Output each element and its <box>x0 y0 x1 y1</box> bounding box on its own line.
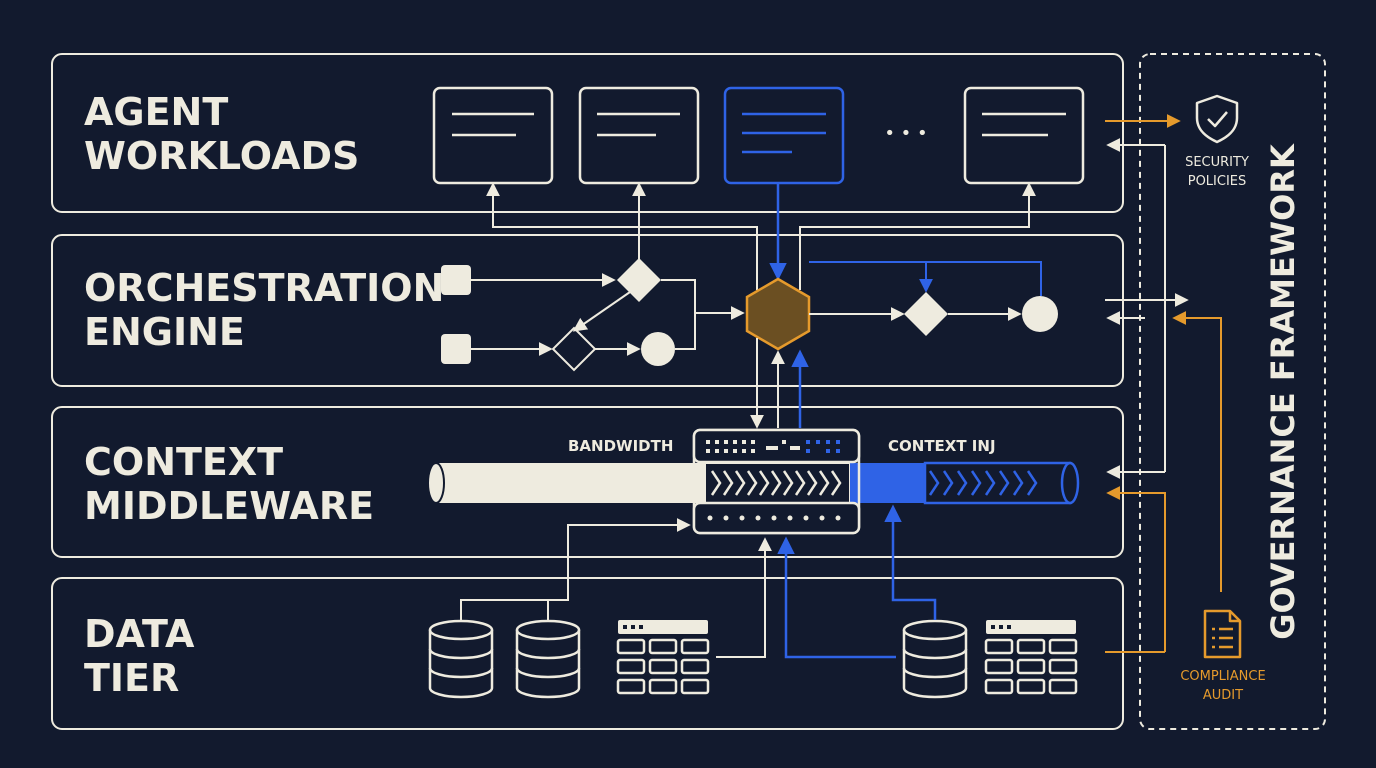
hub-to-agent-1 <box>486 182 758 290</box>
agent-card-n <box>963 86 1085 185</box>
input-node-2 <box>441 334 471 364</box>
tier-title-line: DATA <box>84 612 195 656</box>
document-icon <box>1203 609 1242 659</box>
governance-panel <box>1139 53 1326 730</box>
context-injection-pipe <box>850 461 1080 505</box>
compliance-to-middleware <box>1106 486 1166 652</box>
tier-title-agent-workloads: AGENT WORKLOADS <box>84 90 359 178</box>
tier-title-line: ORCHESTRATION <box>84 266 445 310</box>
tier-title-line: MIDDLEWARE <box>84 484 375 528</box>
table-icon <box>984 620 1078 695</box>
input-node-1 <box>441 265 471 295</box>
database-icon <box>428 619 494 699</box>
flow-process-1-out <box>675 313 696 350</box>
tier-title-line: CONTEXT <box>84 440 284 484</box>
process-node-1 <box>641 332 675 366</box>
database-3-to-context-inj <box>884 504 937 620</box>
label-line: SECURITY <box>1185 155 1249 170</box>
tier-title-line: WORKLOADS <box>84 134 360 178</box>
governance-title: GOVERNANCE FRAMEWORK <box>1264 144 1302 640</box>
tier-panel-data <box>51 577 1124 730</box>
tier-title-line: ENGINE <box>84 310 245 354</box>
label-line: AUDIT <box>1202 688 1244 703</box>
context-inj-label: CONTEXT INJ <box>888 437 996 455</box>
compression-section <box>704 462 851 504</box>
tier-panel-context-middleware <box>51 406 1124 558</box>
flow-hub-blue-loop <box>809 261 1042 296</box>
flow-decision-1-out <box>661 279 745 320</box>
agent-ellipsis: • • • <box>884 123 927 144</box>
tier-panel-orchestration <box>51 234 1124 387</box>
label-line: COMPLIANCE <box>1180 669 1266 684</box>
decision-node-2 <box>551 326 597 372</box>
hub-to-agent-n <box>799 182 1036 290</box>
tier-title-orchestration-engine: ORCHESTRATION ENGINE <box>84 266 444 354</box>
end-node <box>1022 296 1058 332</box>
database-icon <box>515 619 581 699</box>
middleware-router <box>692 428 861 535</box>
decision-node-1 <box>617 258 661 302</box>
table-to-middleware <box>716 537 772 658</box>
tier-title-data: DATA TIER <box>84 612 194 700</box>
flow-decision-1-down <box>572 291 631 332</box>
bandwidth-pipe <box>427 462 709 504</box>
table-icon <box>616 620 710 695</box>
compliance-audit-label: COMPLIANCE AUDIT <box>1158 667 1288 705</box>
agent-card-1 <box>432 86 554 185</box>
orchestration-hub-node <box>745 277 811 351</box>
agent-card-3-active <box>723 86 845 185</box>
database-icon <box>902 619 968 699</box>
bandwidth-label: BANDWIDTH <box>568 437 674 455</box>
tier-title-context-middleware: CONTEXT MIDDLEWARE <box>84 440 374 528</box>
compliance-to-orchestration <box>1172 311 1222 592</box>
security-policies-label: SECURITY POLICIES <box>1152 153 1282 191</box>
decision-node-3 <box>904 292 948 336</box>
tier-panel-agent-workloads <box>51 53 1124 213</box>
agent-card-2 <box>578 86 700 185</box>
label-line: POLICIES <box>1187 174 1247 189</box>
tier-title-line: TIER <box>84 656 180 700</box>
database-3-to-middleware <box>777 536 896 659</box>
data-to-middleware-2 <box>548 518 691 601</box>
shield-check-icon <box>1195 94 1239 144</box>
tier-title-line: AGENT <box>84 90 229 134</box>
data-to-middleware-1 <box>460 599 549 620</box>
